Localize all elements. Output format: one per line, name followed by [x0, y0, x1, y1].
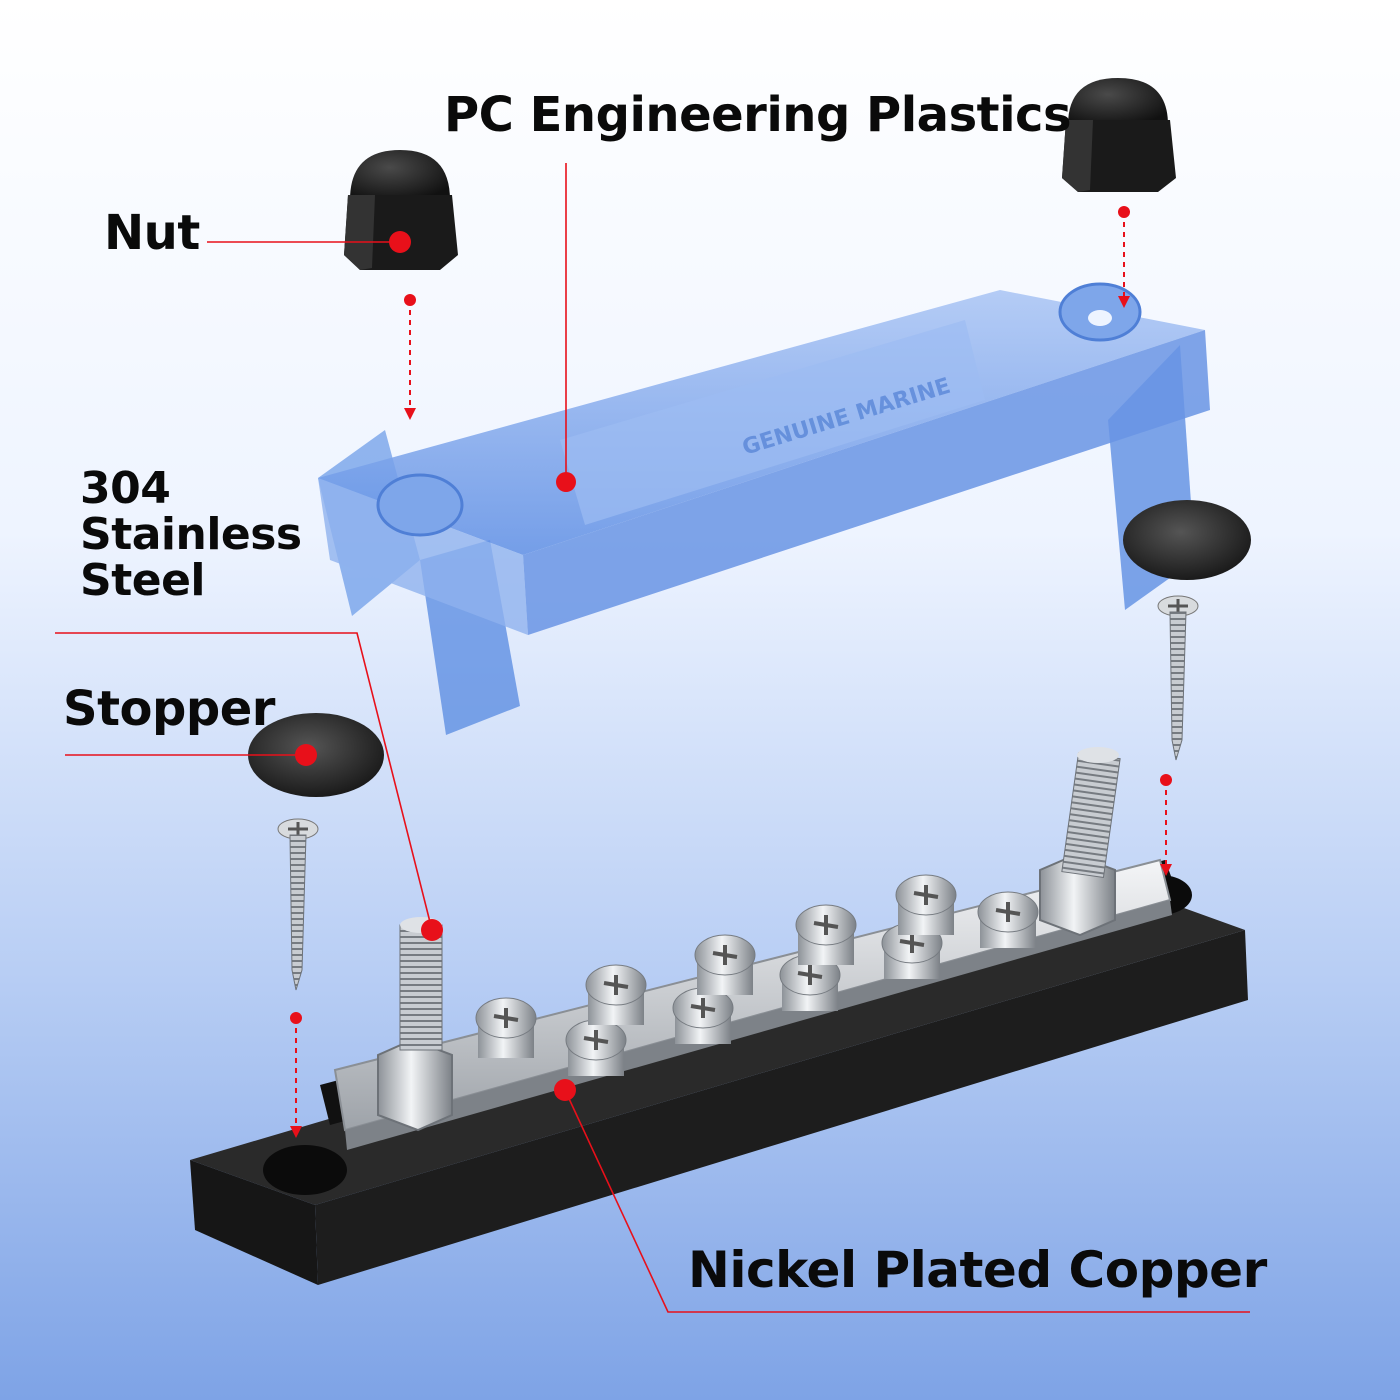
stainless-steel-label-line1: 304 — [80, 463, 171, 514]
assembly-arrow-heads — [290, 206, 1172, 1138]
stopper-icon — [1123, 500, 1251, 580]
stainless-steel-label-line3: Steel — [80, 555, 206, 607]
nut-label: Nut — [104, 205, 200, 261]
pc-engineering-plastics-label: PC Engineering Plastics — [444, 87, 1072, 143]
callout-lines — [55, 163, 1250, 1313]
callout-dots — [295, 231, 576, 1101]
stopper-label: Stopper — [63, 681, 275, 737]
terminal-screw-icon — [977, 891, 1039, 948]
screw-icon — [277, 818, 319, 991]
terminal-screw-icon — [475, 997, 537, 1058]
terminal-screw-icon — [585, 964, 647, 1025]
terminal-screw-icon — [565, 1019, 627, 1076]
screw-icon — [1157, 595, 1199, 761]
terminal-screw-icon — [672, 987, 734, 1044]
nut-icon — [1062, 78, 1176, 192]
terminal-screw-icon — [694, 934, 756, 995]
stainless-steel-label-line2: Stainless — [80, 509, 302, 561]
assembly-arrows — [295, 212, 1167, 1128]
terminal-screw-icon — [795, 904, 857, 965]
stud-icon — [377, 917, 453, 1132]
terminal-screws — [475, 874, 1039, 1076]
nickel-plated-copper-label: Nickel Plated Copper — [688, 1241, 1267, 1299]
terminal-screw-icon — [895, 874, 957, 935]
pc-cover: GENUINE MARINE — [318, 282, 1210, 735]
stainless-steel-label: 304 Stainless Steel — [80, 463, 320, 607]
stud-icon — [1039, 747, 1121, 937]
